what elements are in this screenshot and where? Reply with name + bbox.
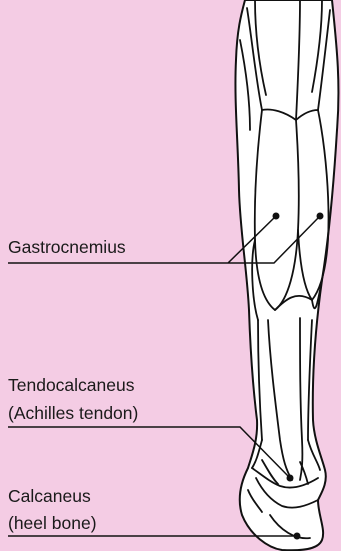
achilles-tendon-label: (Achilles tendon) xyxy=(8,403,138,423)
tendocalcaneus-label: Tendocalcaneus xyxy=(8,375,134,395)
heel-bone-label: (heel bone) xyxy=(8,513,97,533)
gastrocnemius-label: Gastrocnemius xyxy=(8,237,126,257)
calcaneus-label: Calcaneus xyxy=(8,486,91,506)
